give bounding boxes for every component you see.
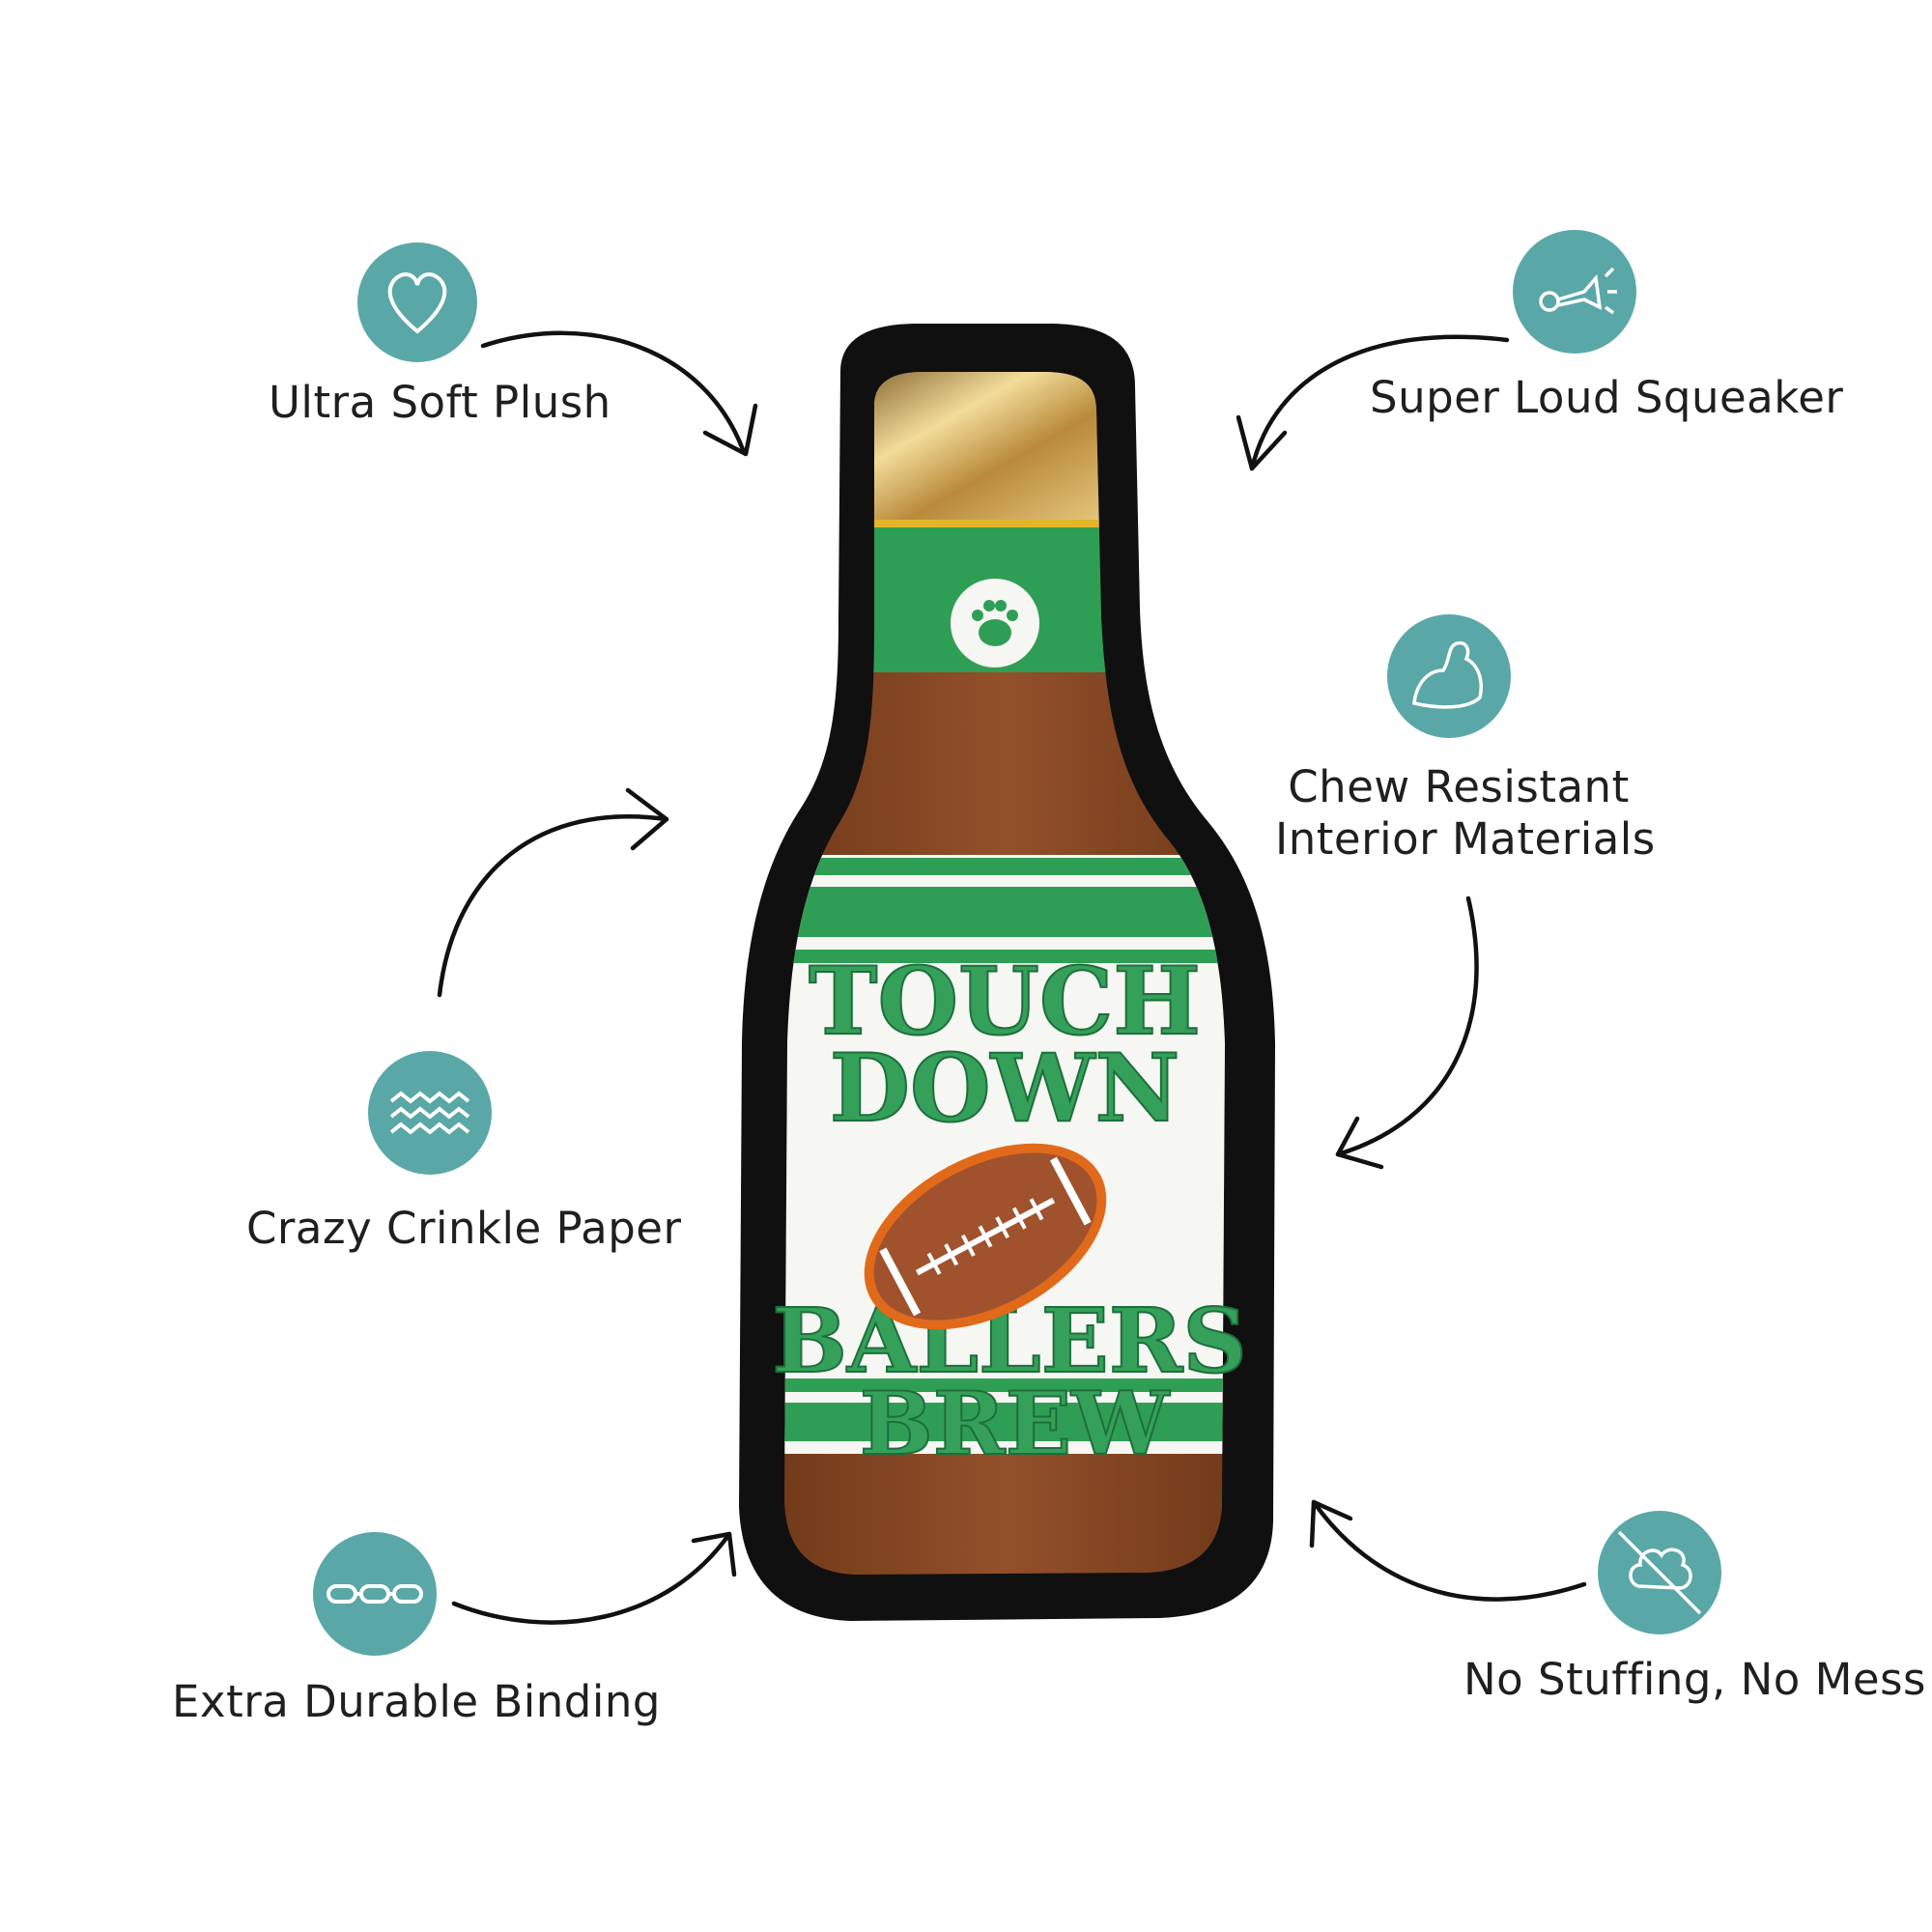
arrow-chew bbox=[1335, 895, 1479, 1157]
arrowhead-crinkle bbox=[625, 787, 669, 851]
cap-trim bbox=[850, 520, 1121, 527]
label-stripe-top-2 bbox=[784, 887, 1225, 937]
arrowhead-no-stuffing bbox=[1309, 1499, 1353, 1548]
arrowhead-squeaker bbox=[1236, 414, 1288, 471]
no-cotton-icon bbox=[1598, 1511, 1721, 1634]
arrow-squeaker bbox=[1249, 334, 1510, 471]
feature-label-chew-line1: Chew Resistant bbox=[1288, 761, 1630, 812]
arrow-no-stuffing bbox=[1311, 1499, 1587, 1602]
feature-label-binding: Extra Durable Binding bbox=[172, 1676, 661, 1727]
heart-icon bbox=[357, 242, 477, 362]
arrowhead-chew bbox=[1335, 1116, 1384, 1170]
label-stripe-bottom-2 bbox=[784, 1403, 1225, 1441]
chain-link-icon bbox=[313, 1532, 437, 1656]
label-text-touch: TOUCH bbox=[809, 947, 1201, 1056]
label-stripe-top-1 bbox=[784, 858, 1225, 875]
horn-icon bbox=[1513, 230, 1636, 354]
feature-label-chew-resistant: Chew Resistant Interior Materials bbox=[1275, 761, 1656, 866]
flexed-arm-icon bbox=[1387, 614, 1511, 738]
label-text-down: DOWN bbox=[830, 1034, 1179, 1143]
arrow-soft-plush bbox=[480, 330, 747, 455]
football-patch bbox=[864, 1143, 1107, 1330]
feature-label-crinkle: Crazy Crinkle Paper bbox=[246, 1203, 682, 1254]
wavy-lines-icon bbox=[368, 1051, 492, 1175]
label-stripe-bottom-1 bbox=[784, 1378, 1225, 1392]
label-stripe-top-3 bbox=[784, 950, 1225, 963]
arrow-crinkle bbox=[437, 813, 669, 998]
feature-label-squeaker: Super Loud Squeaker bbox=[1370, 372, 1844, 423]
arrowhead-soft-plush bbox=[702, 403, 758, 457]
bottle-cap bbox=[850, 372, 1121, 522]
arrow-binding bbox=[451, 1531, 732, 1625]
label-text-brew: BREW bbox=[860, 1373, 1171, 1475]
feature-label-soft-plush: Ultra Soft Plush bbox=[269, 377, 611, 428]
feature-label-chew-line2: Interior Materials bbox=[1275, 813, 1656, 865]
paw-print-icon bbox=[951, 579, 1039, 668]
feature-label-no-stuffing: No Stuffing, No Mess bbox=[1463, 1654, 1927, 1705]
arrowhead-binding bbox=[691, 1531, 737, 1577]
